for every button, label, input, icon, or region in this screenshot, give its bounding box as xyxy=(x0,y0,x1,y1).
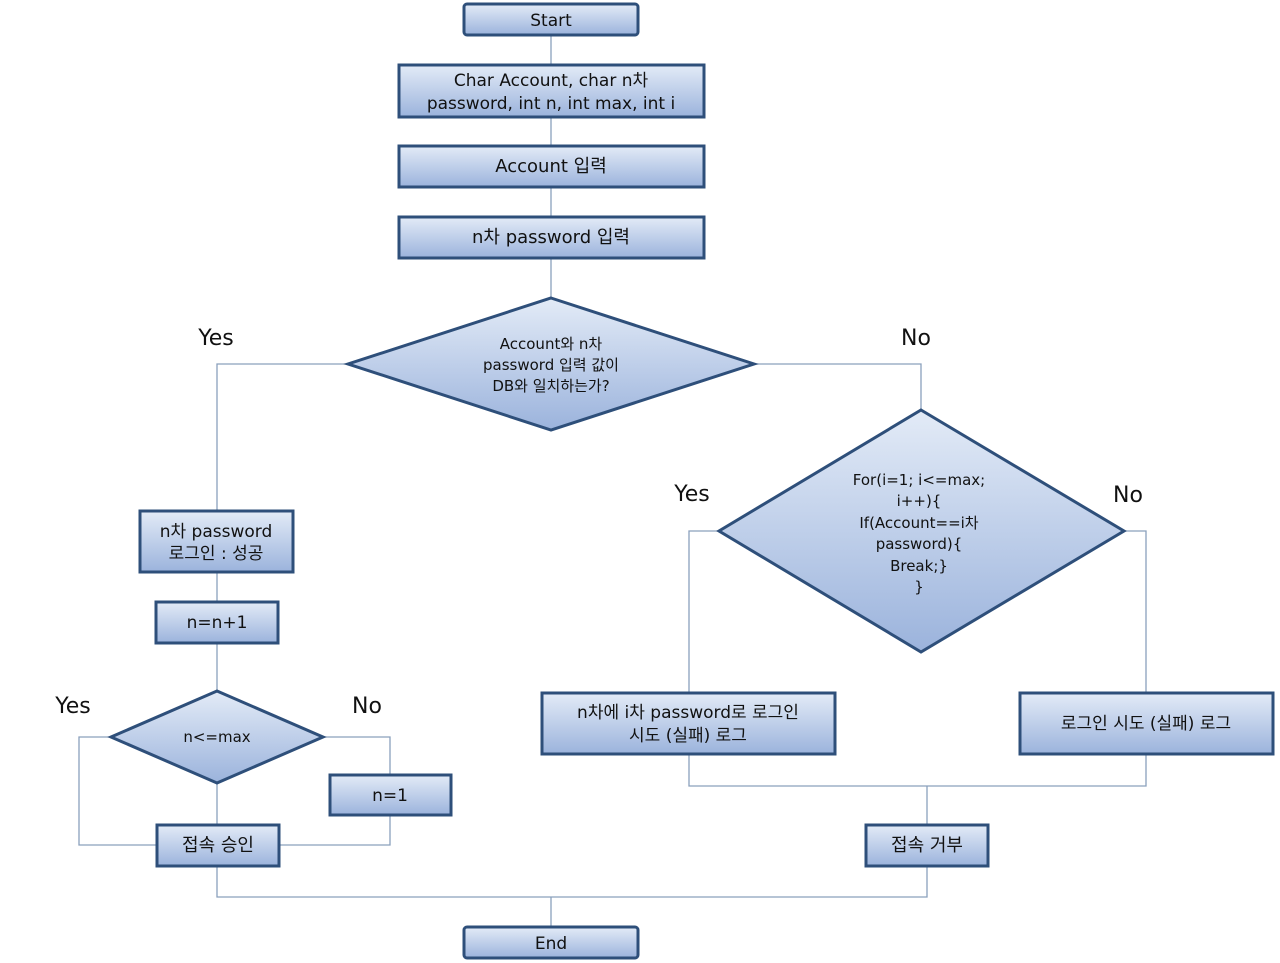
login-success-line1: n차 password xyxy=(160,522,273,542)
reset-n-label: n=1 xyxy=(372,786,408,806)
declare-label-line1: Char Account, char n차 xyxy=(454,71,649,91)
node-end: End xyxy=(462,925,640,960)
edge-for-no xyxy=(1124,530,1147,693)
log-fail-label: 로그인 시도 (실패) 로그 xyxy=(1061,714,1231,734)
for-loop-line5: Break;} xyxy=(890,557,948,575)
log-ith-line2: 시도 (실패) 로그 xyxy=(629,726,747,746)
start-label: Start xyxy=(530,11,572,31)
check-db-line1: Account와 n차 xyxy=(500,335,603,353)
connectors xyxy=(78,35,1147,927)
edge-max-yes xyxy=(78,736,157,846)
edge-granted-end xyxy=(216,866,928,898)
max-yes-label: Yes xyxy=(54,694,91,719)
account-input-label: Account 입력 xyxy=(495,156,607,177)
increment-label: n=n+1 xyxy=(187,613,248,633)
edge-check-no xyxy=(754,363,922,410)
check-db-line3: DB와 일치하는가? xyxy=(492,377,609,395)
check-db-line2: password 입력 값이 xyxy=(483,356,619,374)
edge-check-yes xyxy=(216,363,348,511)
access-denied-label: 접속 거부 xyxy=(891,835,963,856)
node-increment: n=n+1 xyxy=(154,600,280,645)
for-loop-line4: password){ xyxy=(876,535,963,553)
max-no-label: No xyxy=(352,694,382,719)
node-password-input: n차 password 입력 xyxy=(397,215,706,260)
for-loop-line1: For(i=1; i<=max; xyxy=(853,471,985,489)
for-loop-line6: } xyxy=(914,578,924,596)
node-for-loop: For(i=1; i<=max; i++){ If(Account==i차 pa… xyxy=(716,408,1127,654)
for-yes-label: Yes xyxy=(673,482,710,507)
login-success-line2: 로그인 : 성공 xyxy=(169,544,264,564)
node-account-input: Account 입력 xyxy=(397,144,706,189)
edge-reset-granted xyxy=(279,815,391,846)
node-start: Start xyxy=(462,2,640,37)
edge-max-no xyxy=(323,736,391,775)
node-declare: Char Account, char n차 password, int n, i… xyxy=(397,63,706,119)
end-label: End xyxy=(535,934,567,954)
edge-labels: Yes No Yes No Yes No xyxy=(54,326,1143,719)
node-login-success: n차 password 로그인 : 성공 xyxy=(138,509,295,574)
for-loop-line3: If(Account==i차 xyxy=(859,514,978,532)
node-n-le-max: n<=max xyxy=(107,689,327,785)
n-le-max-label: n<=max xyxy=(183,728,250,746)
declare-label-line2: password, int n, int max, int i xyxy=(427,94,675,114)
edge-for-yes xyxy=(688,530,719,693)
node-log-ith: n차에 i차 password로 로그인 시도 (실패) 로그 xyxy=(540,691,837,756)
node-reset-n: n=1 xyxy=(328,773,453,817)
password-input-label: n차 password 입력 xyxy=(472,227,630,248)
node-log-fail: 로그인 시도 (실패) 로그 xyxy=(1018,691,1275,756)
check-yes-label: Yes xyxy=(197,326,234,351)
for-no-label: No xyxy=(1113,483,1143,508)
node-access-denied: 접속 거부 xyxy=(864,823,990,868)
node-access-granted: 접속 승인 xyxy=(155,823,281,868)
edge-logs-merge xyxy=(688,754,1147,787)
for-loop-line2: i++){ xyxy=(897,492,942,510)
access-granted-label: 접속 승인 xyxy=(182,835,254,856)
check-no-label: No xyxy=(901,326,931,351)
log-ith-line1: n차에 i차 password로 로그인 xyxy=(577,703,799,723)
node-check-db: Account와 n차 password 입력 값이 DB와 일치하는가? xyxy=(343,296,759,432)
